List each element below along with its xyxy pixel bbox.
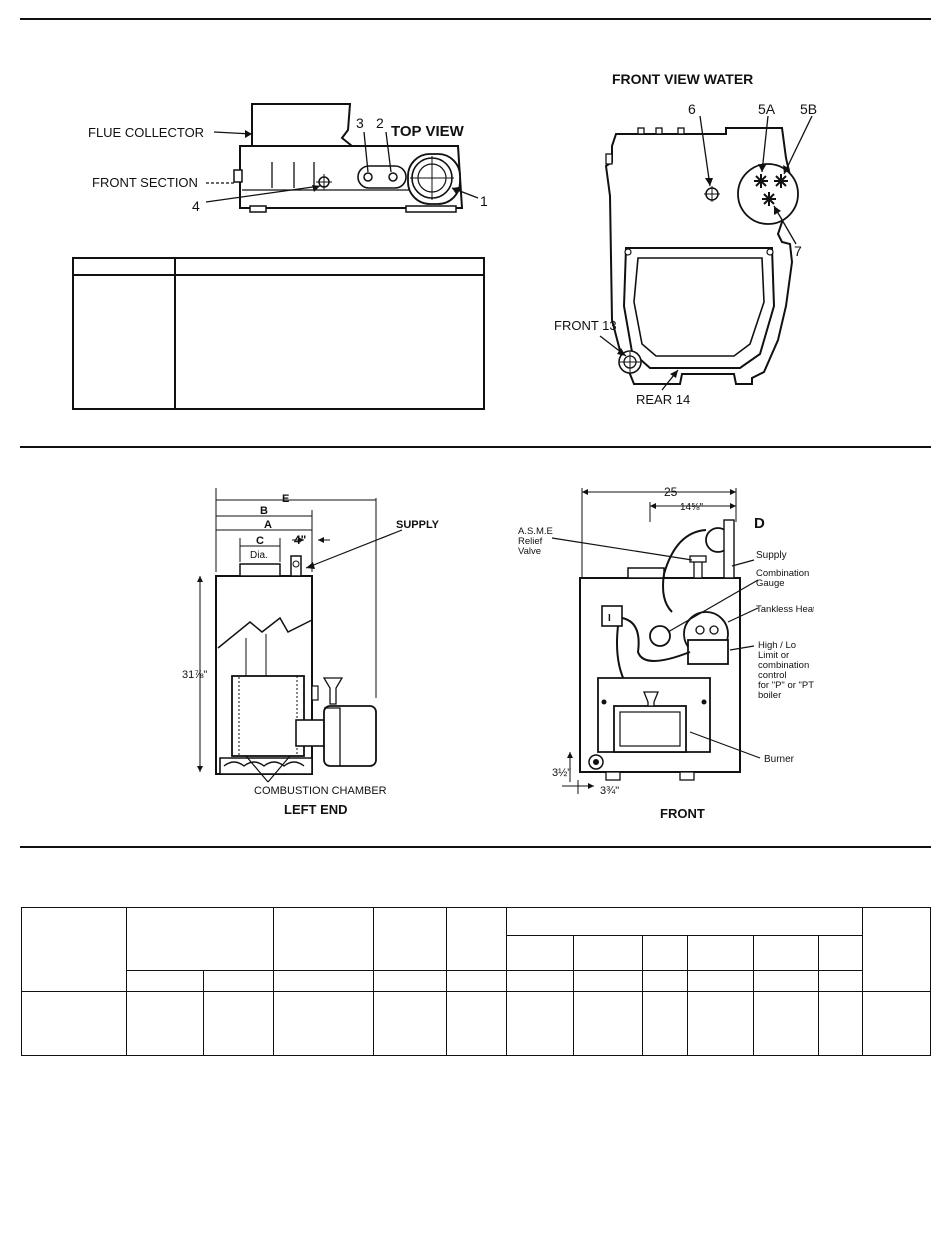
table-cell xyxy=(687,935,754,971)
asme-label-line2: Relief xyxy=(518,536,543,547)
callout-3: 3 xyxy=(356,115,364,131)
dim-dia: Dia. xyxy=(250,550,268,561)
control-label-line4: control xyxy=(758,670,787,681)
table-cell xyxy=(506,991,574,1056)
callout-4: 4 xyxy=(192,198,200,214)
dim-14-5-8: 14⅝" xyxy=(680,502,703,513)
table-cell xyxy=(21,907,127,992)
front-caption: FRONT xyxy=(660,806,705,821)
callout-2: 2 xyxy=(376,115,384,131)
table-cell xyxy=(505,907,864,936)
table-cell xyxy=(446,907,507,971)
control-label-line6: boiler xyxy=(758,690,781,701)
table-cell xyxy=(126,991,204,1056)
tankless-label: Tankless Heater xyxy=(756,604,814,615)
table-cell xyxy=(573,935,643,971)
table-cell xyxy=(446,991,507,1056)
dim-e: E xyxy=(282,493,289,505)
table-cell xyxy=(203,970,274,992)
callout-5b: 5B xyxy=(800,101,817,117)
table-cell xyxy=(687,991,754,1056)
table-cell xyxy=(642,935,688,971)
table-cell xyxy=(753,970,819,992)
tapping-table-column-rule xyxy=(174,259,176,408)
callout-5a: 5A xyxy=(758,101,776,117)
table-cell xyxy=(273,991,374,1056)
callout-6: 6 xyxy=(688,101,696,117)
dim-3-3-4: 3¾" xyxy=(600,785,619,797)
control-label-line5: for "P" or "PT" xyxy=(758,680,814,691)
asme-label-line1: A.S.M.E xyxy=(518,526,553,537)
front-view-water-heading: FRONT VIEW WATER xyxy=(612,71,753,87)
table-cell xyxy=(573,970,643,992)
combustion-chamber-label: COMBUSTION CHAMBER xyxy=(254,785,387,797)
control-label-line2: Limit or xyxy=(758,650,789,661)
front-section-label: FRONT SECTION xyxy=(92,175,198,190)
dim-c: C xyxy=(256,535,264,547)
table-cell xyxy=(273,907,374,971)
tapping-table-header-rule xyxy=(74,274,483,276)
burner-label: Burner xyxy=(764,754,795,765)
table-cell xyxy=(126,907,274,971)
supply-label-front: Supply xyxy=(756,550,787,561)
dim-a: A xyxy=(264,519,272,531)
supply-label: SUPPLY xyxy=(396,519,440,531)
table-cell xyxy=(373,907,447,971)
table-cell xyxy=(687,970,754,992)
dim-b: B xyxy=(260,505,268,517)
left-end-caption: LEFT END xyxy=(284,802,348,817)
flue-collector-label: FLUE COLLECTOR xyxy=(88,125,204,140)
dim-four: 4" xyxy=(294,533,306,547)
gauge-label-line2: Gauge xyxy=(756,578,785,589)
divider-lower xyxy=(20,846,931,848)
table-cell xyxy=(753,935,819,971)
dim-height: 31⅞" xyxy=(182,669,207,681)
table-cell xyxy=(642,970,688,992)
table-cell xyxy=(862,991,932,1056)
control-label-line3: combination xyxy=(758,660,809,671)
callout-1: 1 xyxy=(480,193,488,209)
tapping-table xyxy=(72,257,485,410)
front-13-label: FRONT 13 xyxy=(554,318,617,333)
table-cell xyxy=(817,991,864,1056)
dim-25: 25 xyxy=(664,485,678,499)
gauge-label-line1: Combination xyxy=(756,568,809,579)
dimensions-table xyxy=(21,907,932,1056)
table-cell xyxy=(506,935,574,971)
table-cell xyxy=(203,991,274,1056)
top-view-heading: TOP VIEW xyxy=(391,123,465,140)
front-view-water-figure: FRONT VIEW WATER 6 5A 5B 7 FRONT 13 REAR… xyxy=(554,71,817,407)
table-cell xyxy=(817,935,864,971)
asme-label-line3: Valve xyxy=(518,546,541,557)
table-cell xyxy=(373,991,447,1056)
table-cell xyxy=(817,970,864,992)
table-cell xyxy=(862,907,932,992)
left-end-figure: E B A C Dia. 4" 31⅞" SUPPLY COMBUSTION C… xyxy=(182,488,440,817)
table-cell xyxy=(273,970,374,992)
callout-7: 7 xyxy=(794,243,802,259)
divider-top xyxy=(20,18,931,20)
table-cell xyxy=(21,991,127,1056)
control-label-line1: High / Lo xyxy=(758,640,796,651)
front-figure: 25 14⅝" D A.S.M.E Relief Valve Supply Co… xyxy=(518,485,814,821)
table-cell xyxy=(573,991,643,1056)
table-cell xyxy=(126,970,204,992)
top-view-figure: FLUE COLLECTOR FRONT SECTION TOP VIEW 1 … xyxy=(88,103,488,214)
fitting-d-label: D xyxy=(754,515,765,532)
table-cell xyxy=(642,991,688,1056)
divider-middle xyxy=(20,446,931,448)
table-cell xyxy=(753,991,819,1056)
table-cell xyxy=(506,970,574,992)
table-cell xyxy=(373,970,447,992)
dim-3-1-2: 3½" xyxy=(552,767,571,779)
table-cell xyxy=(446,970,507,992)
rear-14-label: REAR 14 xyxy=(636,392,690,407)
box-i-label: I xyxy=(608,613,611,624)
